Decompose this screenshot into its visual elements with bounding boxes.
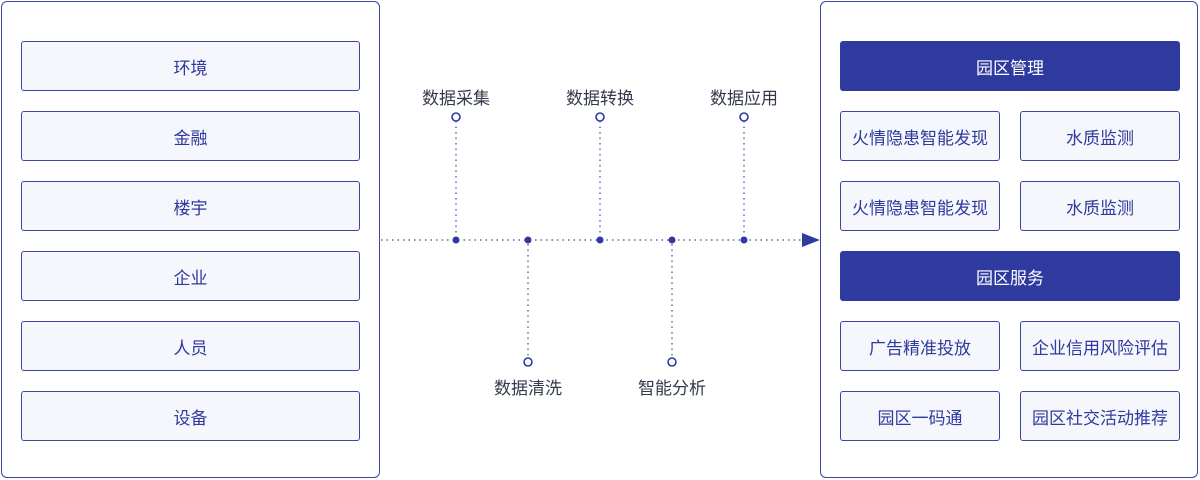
- junction-dot-transform: [596, 236, 604, 244]
- stage-label-apply: 数据应用: [710, 89, 778, 109]
- source-enterprise: 企业: [21, 251, 360, 301]
- junction-dot-clean: [524, 236, 532, 244]
- app-park-one-code: 园区一码通: [840, 391, 1000, 441]
- data-sources-panel: 环境 金融 楼宇 企业 人员 设备: [1, 1, 380, 478]
- app-precise-advertising: 广告精准投放: [840, 321, 1000, 371]
- junction-dot-collect: [452, 236, 460, 244]
- stage-node-transform: [595, 112, 605, 122]
- stage-label-clean: 数据清洗: [494, 379, 562, 399]
- app-credit-risk-assessment: 企业信用风险评估: [1020, 321, 1180, 371]
- app-social-activity-recommend: 园区社交活动推荐: [1020, 391, 1180, 441]
- stage-node-apply: [739, 112, 749, 122]
- app-water-quality-monitoring: 水质监测: [1020, 181, 1180, 231]
- applications-panel: 园区管理 火情隐患智能发现 水质监测 火情隐患智能发现 水质监测 园区服务 广告…: [820, 1, 1198, 478]
- app-fire-hazard-detection: 火情隐患智能发现: [840, 181, 1000, 231]
- stage-label-collect: 数据采集: [422, 89, 490, 109]
- source-equipment: 设备: [21, 391, 360, 441]
- junction-dot-analysis: [668, 236, 676, 244]
- stage-label-transform: 数据转换: [566, 89, 634, 109]
- management-header: 园区管理: [840, 41, 1180, 91]
- stage-label-analysis: 智能分析: [638, 379, 706, 399]
- app-water-quality-monitoring: 水质监测: [1020, 111, 1180, 161]
- stage-node-analysis: [667, 357, 677, 367]
- flow-arrow-icon: [802, 233, 820, 247]
- stage-node-clean: [523, 357, 533, 367]
- source-environment: 环境: [21, 41, 360, 91]
- app-fire-hazard-detection: 火情隐患智能发现: [840, 111, 1000, 161]
- source-building: 楼宇: [21, 181, 360, 231]
- source-finance: 金融: [21, 111, 360, 161]
- services-header: 园区服务: [840, 251, 1180, 301]
- source-personnel: 人员: [21, 321, 360, 371]
- stage-node-collect: [451, 112, 461, 122]
- junction-dot-apply: [740, 236, 748, 244]
